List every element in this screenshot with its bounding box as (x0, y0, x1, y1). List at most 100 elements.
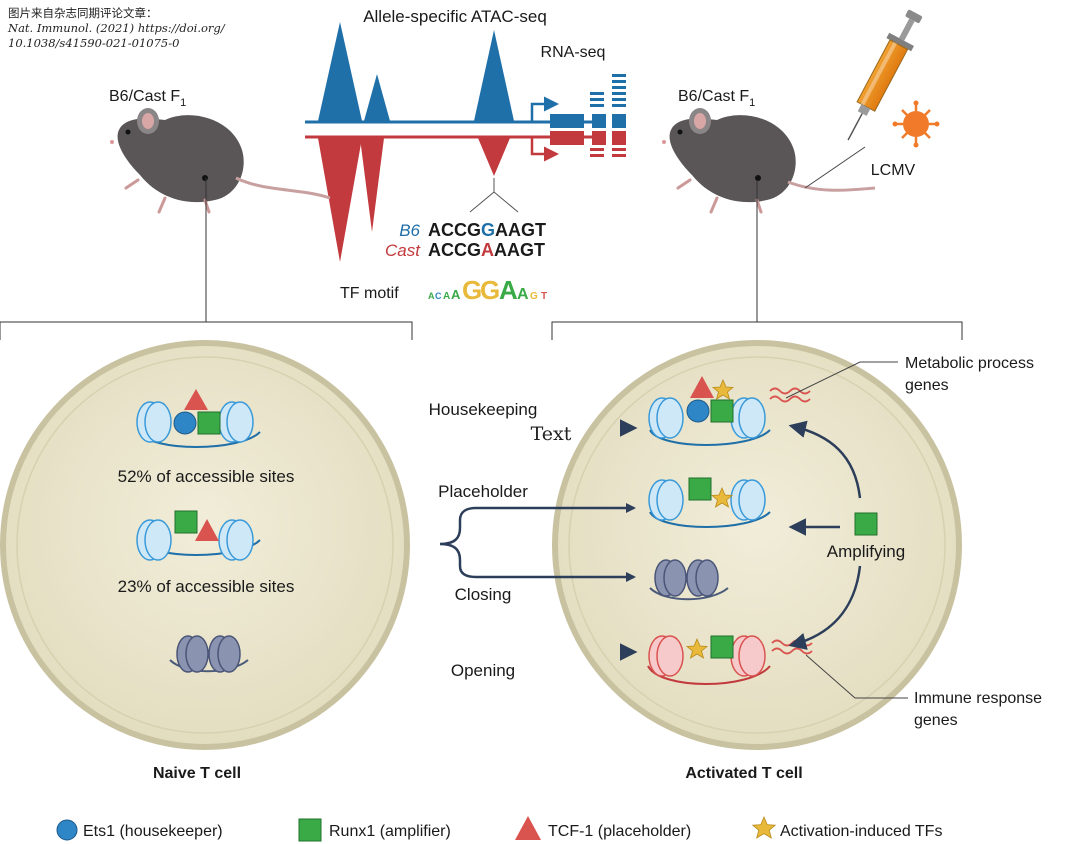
callout-lines (785, 361, 908, 699)
runx1-square (174, 510, 198, 534)
cast-peak-3 (478, 138, 510, 176)
legend-tcf1: TCF-1 (placeholder) (548, 823, 691, 840)
b6-rna-bars (590, 74, 626, 128)
motif-logo: A C A A G G A A G T (428, 275, 547, 305)
svg-text:A: A (428, 291, 435, 301)
legend-activation: Activation-induced TFs (780, 823, 942, 840)
transcript-wave (769, 387, 811, 403)
immune-line1: Immune response (914, 690, 1042, 707)
runx1-square (688, 477, 712, 501)
metabolic-line1: Metabolic process (905, 355, 1034, 372)
b6-exon-2 (592, 114, 606, 128)
source-note: 图片来自杂志同期评论文章： Nat. Immunol. (2021) https… (8, 6, 225, 51)
b6-exon-1 (550, 114, 584, 128)
virus-icon (892, 100, 940, 148)
svg-text:A: A (517, 286, 529, 303)
svg-text:A: A (499, 275, 518, 305)
sequence-block: B6 ACCGGAAGT Cast ACCGAAAGT TF motif A C… (340, 220, 547, 305)
source-note-line1: 图片来自杂志同期评论文章： (8, 6, 158, 20)
b6-peak-3 (474, 30, 514, 121)
source-note-line3: 10.1038/s41590-021-01075-0 (8, 36, 180, 50)
arrow-split (439, 506, 634, 579)
flow-overlay-text: Text (531, 423, 572, 445)
cast-tss-arrow (530, 138, 559, 162)
ets1-circle (173, 411, 197, 435)
tcf1-triangle (690, 376, 714, 398)
amplify-arrows (788, 420, 862, 650)
b6-peak-2 (364, 74, 390, 121)
legend-runx1: Runx1 (amplifier) (329, 823, 451, 840)
atac-tracks (305, 22, 626, 262)
cast-exon-2 (592, 131, 606, 145)
brackets (0, 178, 963, 340)
b6-peak-1 (318, 22, 362, 121)
cast-rna-bars (590, 131, 626, 157)
activation-star (710, 486, 734, 508)
legend: Ets1 (housekeeper) Runx1 (amplifier) TCF… (56, 815, 942, 842)
activated-nucleosome-3 (649, 559, 729, 601)
cast-exon-1 (550, 131, 584, 145)
mouse-left-label: B6/Cast F1 (109, 88, 186, 109)
flow-closing: Closing (455, 585, 512, 604)
activated-nucleosome-1 (648, 376, 811, 446)
legend-runx1-icon (298, 818, 322, 842)
naive-nucleosome-1 (136, 389, 261, 448)
amplifier-square (854, 512, 878, 536)
seq-b6-label: B6 (399, 221, 420, 240)
seq-cast-suffix: AAGT (494, 240, 545, 260)
seq-b6: ACCGGAAGT (428, 220, 546, 240)
atac-title: Allele-specific ATAC-seq (363, 7, 547, 26)
activated-nucleosome-4 (647, 635, 813, 685)
naive-nucleosome-2 (136, 510, 261, 561)
amplifying-label: Amplifying (827, 542, 905, 561)
motif-label: TF motif (340, 285, 399, 302)
virus-label: LCMV (871, 162, 916, 179)
activation-star (711, 378, 735, 400)
activated-nucleosome-2 (648, 477, 771, 528)
naive-pct2: 23% of accessible sites (118, 577, 295, 596)
syringe-icon (847, 9, 923, 141)
runx1-square (710, 635, 734, 659)
runx1-square (710, 399, 734, 423)
source-note-line2: Nat. Immunol. (2021) https://doi.org/ (8, 21, 225, 35)
svg-text:T: T (541, 291, 547, 302)
rna-title: RNA-seq (541, 44, 606, 61)
flow-placeholder: Placeholder (438, 482, 528, 501)
naive-title: Naive T cell (153, 765, 241, 782)
runx1-square (197, 411, 221, 435)
seq-b6-prefix: ACCG (428, 220, 481, 240)
activation-star (685, 637, 709, 659)
seq-cast-label: Cast (385, 241, 421, 260)
syringe-to-mouse-line (804, 146, 866, 189)
svg-text:A: A (443, 291, 450, 302)
naive-pct1: 52% of accessible sites (118, 467, 295, 486)
variant-pointer (469, 178, 519, 213)
b6-tss-arrow (530, 96, 559, 121)
mouse-right (662, 108, 876, 214)
seq-cast: ACCGAAAGT (428, 240, 545, 260)
svg-text:G: G (530, 291, 538, 302)
svg-text:G: G (480, 275, 500, 305)
flow-opening: Opening (451, 661, 515, 680)
cast-peak-2 (360, 138, 384, 232)
svg-text:C: C (435, 291, 442, 301)
mouse-right-label: B6/Cast F1 (678, 88, 755, 109)
legend-star-icon (751, 815, 777, 839)
legend-ets1-icon (56, 819, 78, 841)
activated-title: Activated T cell (685, 765, 802, 782)
seq-cast-variant: A (481, 240, 494, 260)
flow-arrows (284, 419, 638, 661)
legend-ets1: Ets1 (housekeeper) (83, 823, 223, 840)
tcf1-triangle (184, 389, 208, 410)
immune-line2: genes (914, 712, 958, 729)
tcf1-triangle (195, 519, 219, 541)
svg-text:A: A (451, 287, 461, 302)
cast-peak-1 (318, 138, 362, 262)
seq-b6-suffix: AAGT (495, 220, 546, 240)
svg-text:G: G (462, 275, 482, 305)
mouse-left (110, 108, 331, 214)
naive-nucleosome-3 (169, 635, 249, 673)
legend-tcf1-icon (515, 816, 541, 840)
flow-housekeeping: Housekeeping (429, 400, 538, 419)
